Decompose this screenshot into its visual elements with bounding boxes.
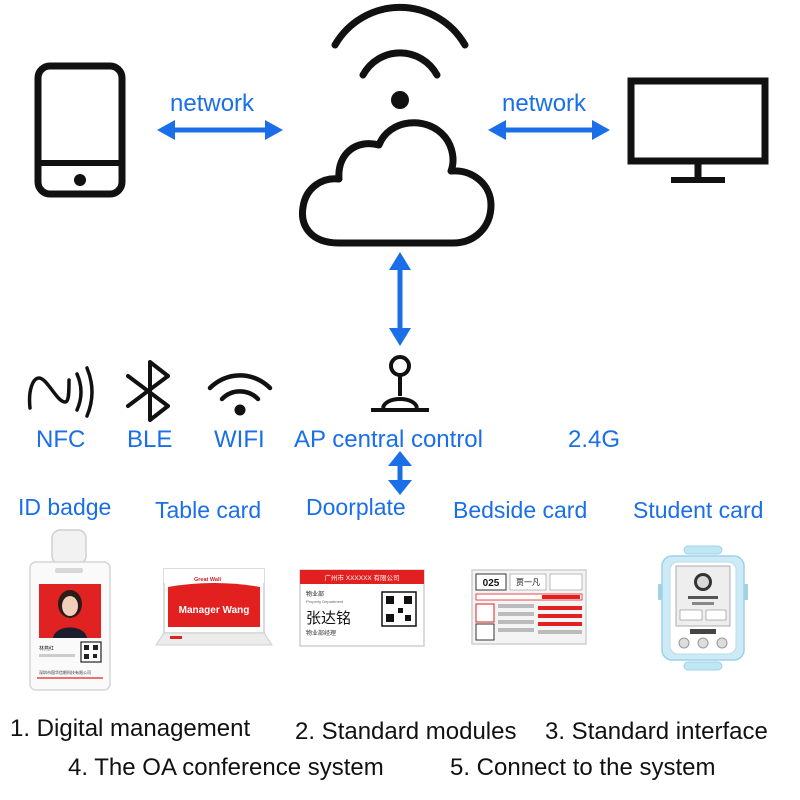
wifi-label: WIFI [214, 426, 265, 453]
student-card-image [658, 545, 748, 671]
ble-label: BLE [127, 426, 173, 453]
doorplate-role: 物业部经理 [306, 629, 336, 637]
feature-4: 4. The OA conference system [68, 754, 384, 781]
badge-name: 林燕红 [39, 645, 54, 652]
doorplate-header: 广州市 XXXXXX 有限公司 [324, 573, 399, 582]
bedside-card-label: Bedside card [453, 497, 588, 523]
network-arrow-right [488, 120, 610, 140]
monitor-icon [627, 77, 769, 183]
table-card-image: Great Wall Manager Wang [155, 568, 273, 646]
badge-company: 深圳市国华信眼科技有限公司 [39, 669, 91, 675]
ap-device-arrow [388, 451, 412, 495]
phone-icon [34, 62, 126, 198]
cloud-icon [299, 3, 495, 247]
id-badge-image: 林燕红 深圳市国华信眼科技有限公司 [29, 529, 111, 691]
table-card-name: Manager Wang [179, 605, 250, 616]
frequency-label: 2.4G [568, 426, 621, 453]
id-badge-label: ID badge [18, 494, 112, 520]
feature-3: 3. Standard interface [545, 718, 768, 745]
bedside-bed-number: 025 [483, 578, 500, 589]
network-arrow-left [157, 120, 283, 140]
bedside-card-image: 025 贾一凡 [471, 569, 587, 645]
doorplate-person: 张达铭 [306, 610, 351, 627]
table-card-brand: Great Wall [194, 577, 221, 583]
doorplate-dept: 物业部 [306, 590, 324, 598]
network-label-left: network [170, 90, 255, 117]
ap-label: AP central control [294, 426, 483, 453]
feature-5: 5. Connect to the system [450, 754, 716, 781]
doorplate-dept-en: Property Department [306, 599, 344, 604]
bedside-name: 贾一凡 [516, 578, 540, 587]
student-card-label: Student card [633, 497, 764, 523]
feature-1: 1. Digital management [10, 715, 251, 742]
table-card-label: Table card [155, 497, 262, 523]
doorplate-image: 广州市 XXXXXX 有限公司 物业部 Property Department … [299, 569, 425, 647]
nfc-label: NFC [36, 426, 86, 453]
wifi-icon [207, 373, 273, 416]
cloud-ap-arrow [389, 252, 411, 346]
feature-2: 2. Standard modules [295, 718, 517, 745]
doorplate-label: Doorplate [306, 494, 406, 520]
network-label-right: network [502, 90, 587, 117]
bluetooth-icon [126, 360, 170, 422]
nfc-icon [27, 366, 94, 418]
ap-controller-icon [371, 355, 429, 412]
